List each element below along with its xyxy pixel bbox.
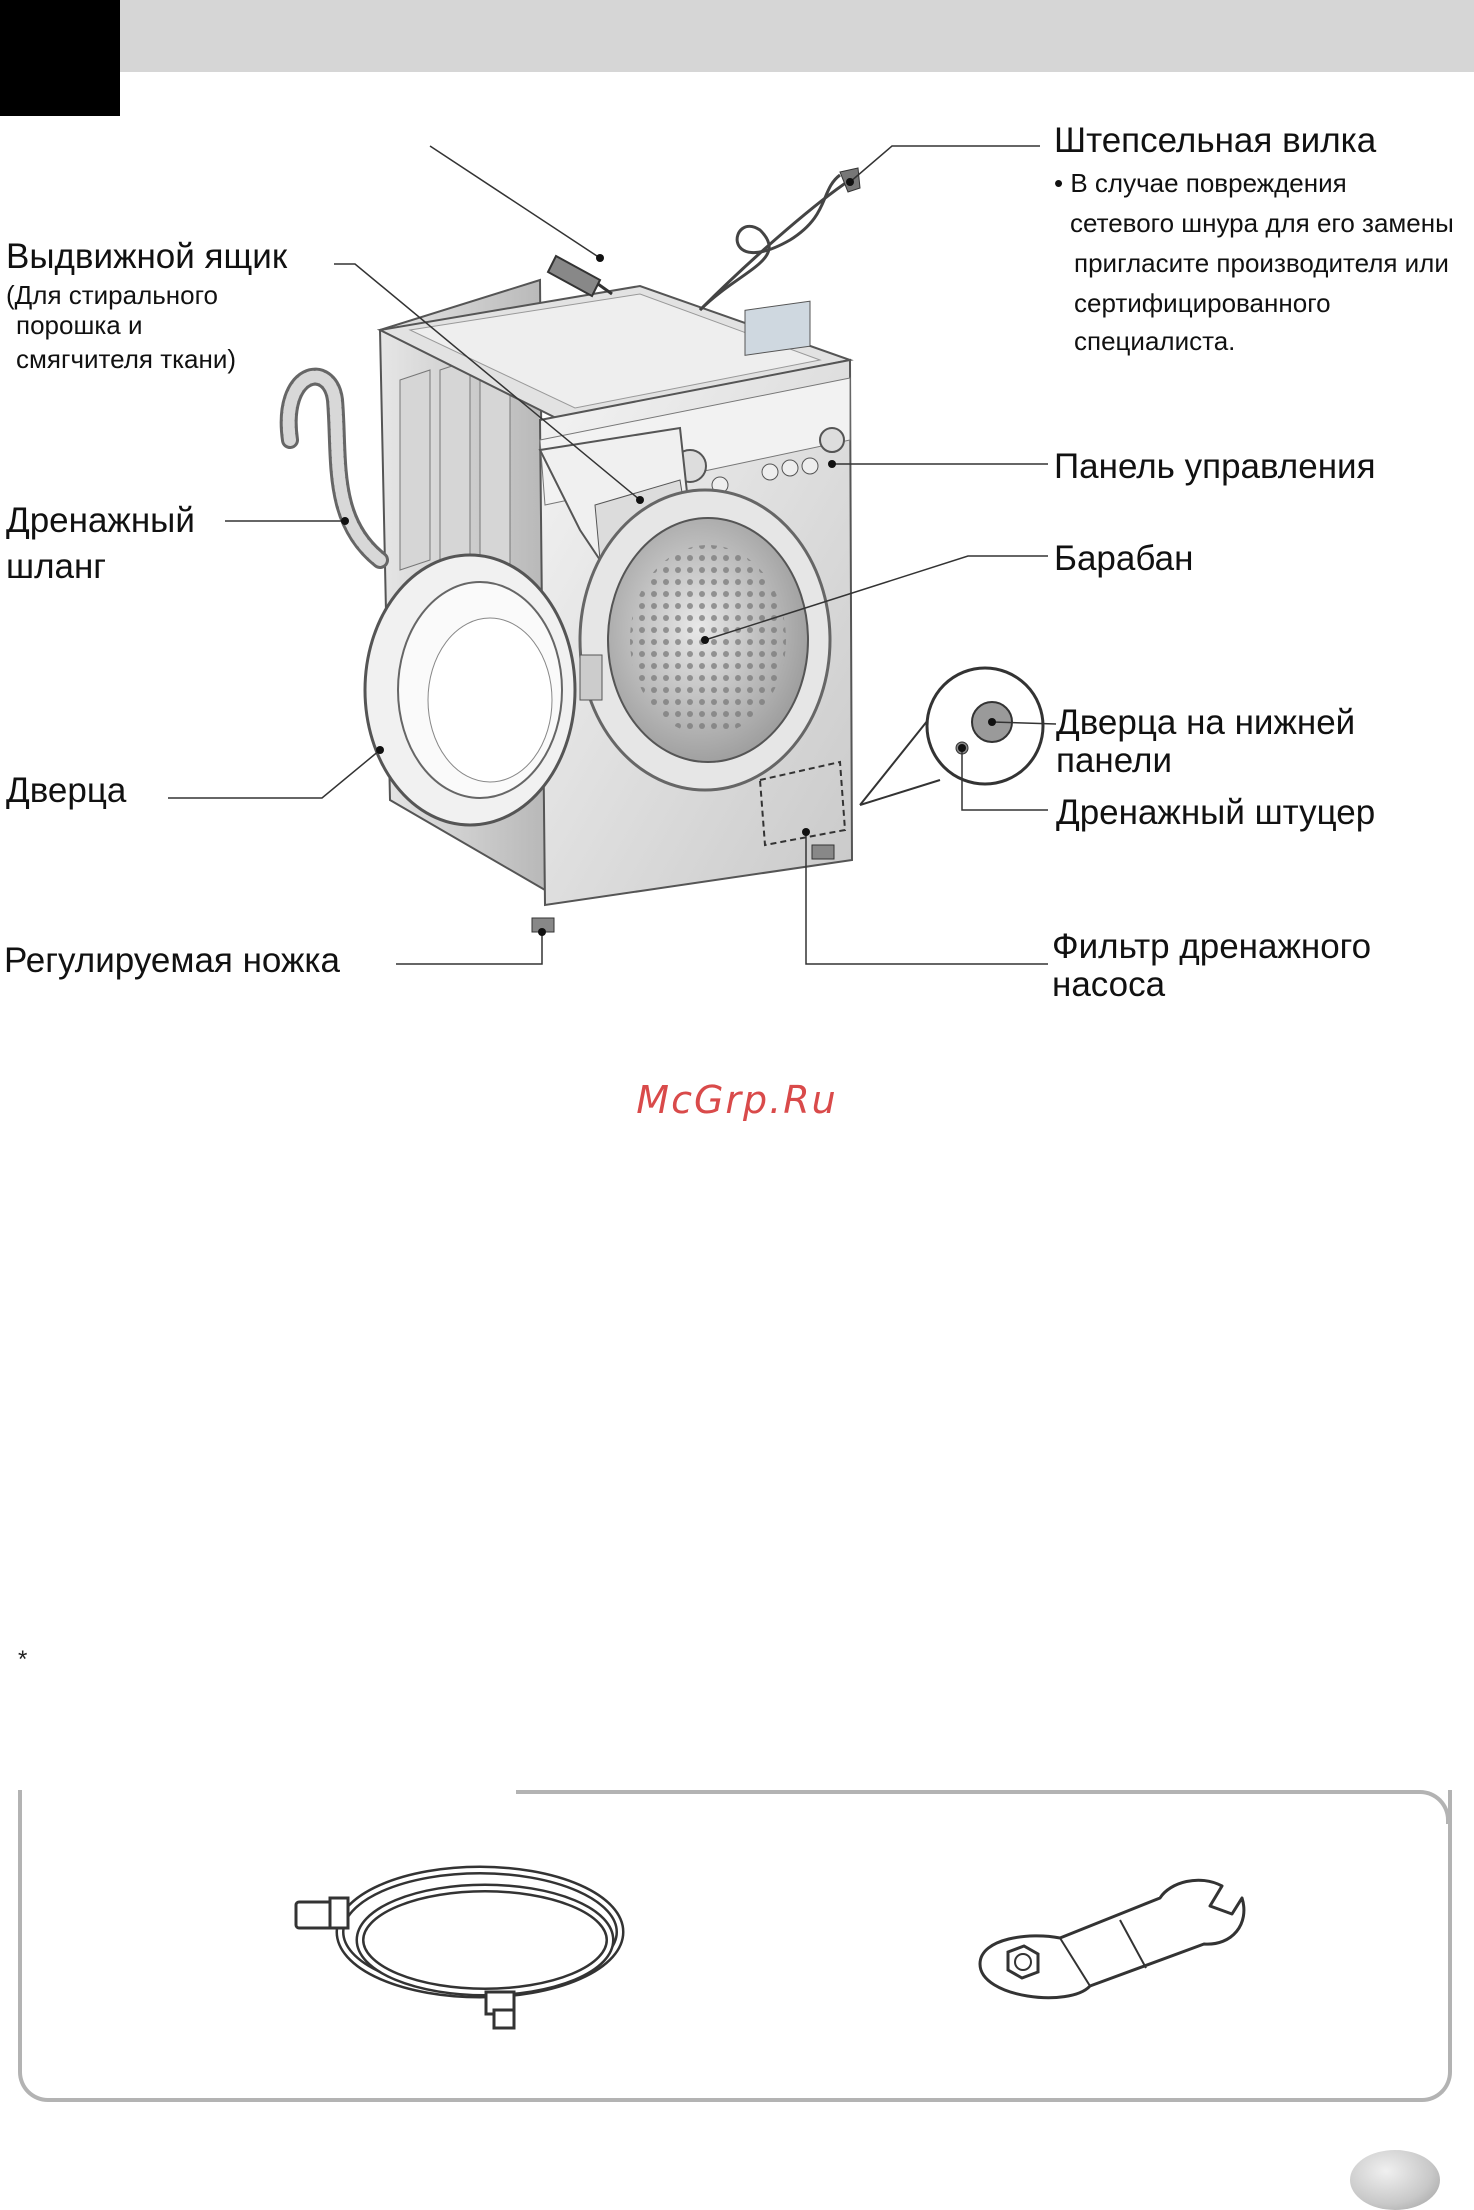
label-door: Дверца <box>6 771 127 810</box>
label-adjustable-foot: Регулируемая ножка <box>4 941 340 980</box>
plug-note-line-5: специалиста. <box>1074 326 1236 356</box>
spanner-wrench-icon <box>978 1878 1246 2000</box>
label-drawer: Выдвижной ящик <box>6 237 288 276</box>
header-page-tab <box>0 0 120 116</box>
footnote-asterisk: * <box>18 1646 28 1673</box>
label-drain-plug: Дренажный штуцер <box>1056 793 1376 832</box>
washing-machine-illustration <box>168 145 1057 965</box>
watermark: McGrp.Ru <box>636 1078 838 1122</box>
label-drain-hose-line-2: шланг <box>6 547 107 586</box>
accessories-frame <box>18 1790 1452 2102</box>
label-plug: Штепсельная вилка <box>1054 121 1377 160</box>
page-number-badge <box>1350 2150 1440 2210</box>
water-inlet-hose-icon <box>294 1865 625 2030</box>
plug-note-line-4: сертифицированного <box>1074 288 1331 318</box>
label-drum: Барабан <box>1054 539 1194 578</box>
label-pump-filter-line-1: Фильтр дренажного <box>1052 927 1372 966</box>
drawer-note-line-1: (Для стирального <box>6 280 218 310</box>
drawer-note-line-3: смягчителя ткани) <box>16 344 237 374</box>
plug-note-line-1: • В случае повреждения <box>1054 168 1347 198</box>
label-control-panel: Панель управления <box>1054 447 1376 486</box>
plug-note-line-3: пригласите производителя или <box>1074 248 1449 278</box>
label-lower-door-line-2: панели <box>1056 741 1173 780</box>
label-drain-hose-line-1: Дренажный <box>6 501 195 540</box>
header-bar <box>0 0 1474 72</box>
label-pump-filter-line-2: насоса <box>1052 965 1166 1004</box>
plug-note-line-2: сетевого шнура для его замены <box>1070 208 1454 238</box>
drawer-note-line-2: порошка и <box>16 310 143 340</box>
label-lower-door-line-1: Дверца на нижней <box>1056 703 1356 742</box>
